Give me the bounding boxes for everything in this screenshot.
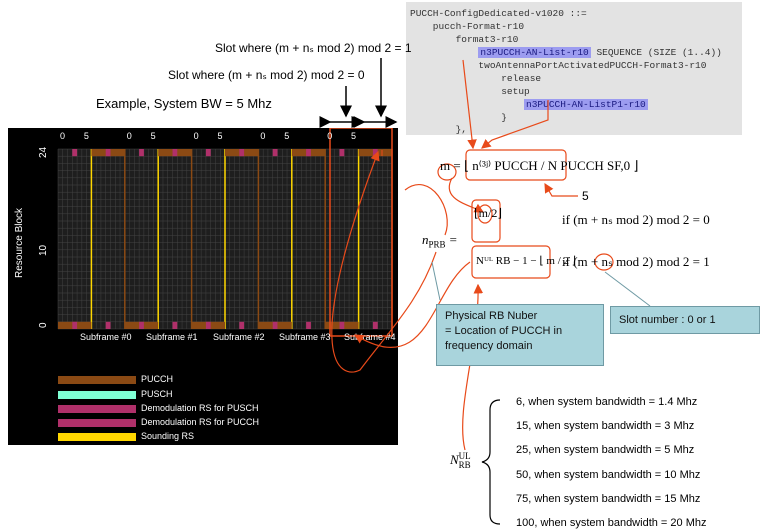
code-line: }	[410, 112, 507, 123]
dmrs-mark	[272, 321, 278, 329]
legend-label-dmrs-pucch: Demodulation RS for PUCCH	[141, 417, 260, 427]
dmrs-mark	[105, 321, 111, 329]
bandwidth-item: 25, when system bandwidth = 5 Mhz	[516, 444, 695, 456]
dmrs-mark	[339, 321, 345, 329]
dmrs-mark	[372, 149, 378, 157]
code-line: n3PUCCH-AN-ListP1-r10	[410, 99, 648, 111]
code-line: twoAntennaPortActivatedPUCCH-Format3-r10	[410, 60, 707, 71]
dmrs-mark	[306, 149, 311, 157]
y-tick-24: 24	[38, 146, 49, 158]
legend-label-dmrs-pusch: Demodulation RS for PUSCH	[141, 403, 259, 413]
code-line: pucch-Format-r10	[410, 21, 525, 32]
slot-1-label: Slot where (m + nₛ mod 2) mod 2 = 1	[215, 41, 412, 55]
highlight-n3pucch-an-listp1: n3PUCCH-AN-ListP1-r10	[524, 99, 648, 110]
dmrs-mark	[272, 149, 278, 157]
dmrs-mark	[172, 321, 178, 329]
subframe-label-3: Subframe #3	[279, 332, 331, 342]
top-tick-label: 5	[284, 131, 289, 141]
top-tick-label: 0	[260, 131, 265, 141]
y-tick-10: 10	[38, 244, 49, 256]
dmrs-mark	[239, 149, 245, 157]
dmrs-mark	[72, 149, 78, 157]
nrb-n: N	[450, 452, 459, 467]
top-tick-label: 0	[127, 131, 132, 141]
m-equation-text: m = ⌊ n⁽³ʲ⁾ PUCCH / N PUCCH SF,0 ⌋	[440, 158, 639, 173]
code-line: setup	[410, 86, 530, 97]
dmrs-mark	[139, 321, 144, 329]
dmrs-mark	[372, 321, 378, 329]
callout-pointer-physical-rb	[431, 261, 441, 301]
case1-condition: if (m + nₛ mod 2) mod 2 = 1	[562, 254, 710, 269]
m-equation: m = ⌊ n⁽³ʲ⁾ PUCCH / N PUCCH SF,0 ⌋	[440, 158, 639, 174]
resource-grid-plot: 24 10 0 Resource Block 0 5 0 5 0 5 0 5 0 5 Subfra…	[8, 128, 398, 445]
example-title: Example, System BW = 5 Mhz	[96, 96, 272, 111]
legend-swatch-srs	[58, 433, 136, 441]
legend-swatch-pucch	[58, 376, 136, 384]
arrow-5-to-nsf	[544, 182, 578, 197]
code-line: },	[410, 124, 468, 135]
asn1-code-box: PUCCH-ConfigDedicated-v1020 ::= pucch-Fo…	[406, 2, 742, 135]
dmrs-mark	[172, 149, 178, 157]
nrb-superscript: UL	[458, 451, 471, 462]
legend-label-pucch: PUCCH	[141, 374, 174, 384]
subframe-label-0: Subframe #0	[80, 332, 132, 342]
value-5: 5	[582, 189, 589, 203]
legend-swatch-pusch	[58, 391, 136, 399]
case0-expr: ⌊m/2⌋	[474, 206, 503, 220]
legend-label-srs: Sounding RS	[141, 431, 195, 441]
code-line: format3-r10	[410, 34, 519, 45]
bandwidth-item: 100, when system bandwidth = 20 Mhz	[516, 517, 707, 529]
y-tick-0: 0	[38, 322, 49, 328]
dmrs-mark	[239, 321, 245, 329]
nprb-symbol: nPRB =	[422, 232, 458, 250]
physical-rb-callout: Physical RB Nuber = Location of PUCCH in…	[436, 304, 604, 366]
arrow-nprb-curve	[404, 183, 448, 236]
top-tick-label: 5	[84, 131, 89, 141]
legend-swatch-dmrs-pusch	[58, 405, 136, 413]
subframe-label-4: Subframe #4	[344, 332, 396, 342]
code-line: n3PUCCH-AN-List-r10 SEQUENCE (SIZE (1..4…	[478, 47, 722, 58]
nrb-subscript: RB	[458, 460, 471, 471]
subframe-label-2: Subframe #2	[213, 332, 265, 342]
nprb-subscript: PRB	[428, 239, 446, 250]
callout-pointer-slot	[604, 271, 651, 307]
case1-expr: Nᵁᴸ RB − 1 − ⌊ m / 2 ⌋	[476, 255, 577, 267]
case0-condition: if (m + nₛ mod 2) mod 2 = 0	[562, 212, 710, 227]
highlight-n3pucch-an-list: n3PUCCH-AN-List-r10	[478, 47, 591, 58]
legend-label-pusch: PUSCH	[141, 389, 173, 399]
subframe-label-1: Subframe #1	[146, 332, 198, 342]
top-tick-label: 5	[151, 131, 156, 141]
top-tick-label: 5	[351, 131, 356, 141]
bandwidth-brace	[481, 399, 501, 525]
slot-0-label: Slot where (m + nₛ mod 2) mod 2 = 0	[168, 68, 365, 82]
dmrs-mark	[205, 149, 211, 157]
code-line: PUCCH-ConfigDedicated-v1020 ::=	[410, 8, 587, 19]
dmrs-mark	[72, 321, 78, 329]
top-tick-label: 0	[327, 131, 332, 141]
dmrs-mark	[105, 149, 111, 157]
legend-swatch-dmrs-pucch	[58, 419, 136, 427]
y-axis-label: Resource Block	[14, 207, 25, 278]
bandwidth-item: 75, when system bandwidth = 15 Mhz	[516, 493, 701, 505]
dmrs-mark	[339, 149, 345, 157]
bandwidth-item: 6, when system bandwidth = 1.4 Mhz	[516, 396, 698, 408]
top-tick-label: 5	[217, 131, 222, 141]
code-line: release	[410, 73, 542, 84]
dmrs-mark	[205, 321, 211, 329]
bandwidth-item: 50, when system bandwidth = 10 Mhz	[516, 469, 701, 481]
slot-number-callout: Slot number : 0 or 1	[610, 306, 760, 334]
top-tick-label: 0	[60, 131, 65, 141]
top-tick-label: 0	[194, 131, 199, 141]
bandwidth-item: 15, when system bandwidth = 3 Mhz	[516, 420, 695, 432]
dmrs-mark	[306, 321, 311, 329]
nprb-n: n	[422, 232, 429, 247]
dmrs-mark	[139, 149, 144, 157]
